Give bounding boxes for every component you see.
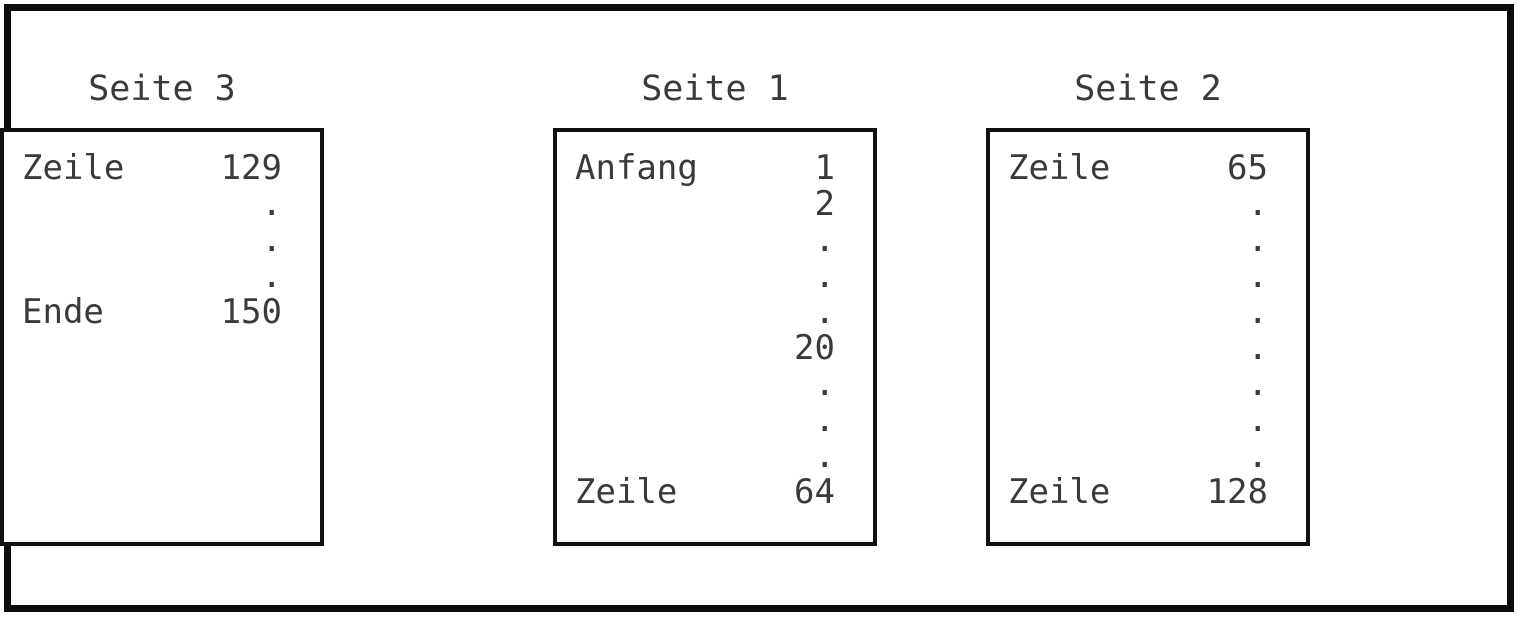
line-row: . [1008,258,1268,294]
row-value: . [1247,436,1268,476]
page-title: Seite 3 [88,69,236,109]
row-label: Zeile [22,148,125,188]
row-label: Zeile [1008,472,1111,512]
line-row: . [575,438,835,474]
row-value: 129 [220,148,282,188]
row-value: . [814,256,835,296]
line-row: Anfang 1 [575,150,835,186]
row-value: 20 [794,328,835,368]
line-row: . [1008,294,1268,330]
line-row: . [1008,330,1268,366]
line-row: . [575,222,835,258]
line-row: Zeile 65 [1008,150,1268,186]
row-value: . [1247,328,1268,368]
page-title: Seite 2 [1074,69,1222,109]
line-row: Zeile 129 [22,150,282,186]
line-row: . [575,402,835,438]
line-row: . [575,258,835,294]
row-value: . [261,256,282,296]
line-row: 2 [575,186,835,222]
row-value: 1 [814,148,835,188]
row-value: . [814,436,835,476]
row-value: . [814,400,835,440]
row-value: . [814,292,835,332]
line-row: . [1008,186,1268,222]
row-value: . [1247,256,1268,296]
line-row: . [22,186,282,222]
page-title: Seite 1 [641,69,789,109]
page-box: Zeile 129... Ende 150 [0,128,324,546]
row-value: 150 [220,292,282,332]
row-value: 2 [814,184,835,224]
row-value: . [261,220,282,260]
row-label: Ende [22,292,104,332]
row-value: . [1247,364,1268,404]
row-label: Zeile [575,472,678,512]
row-value: . [1247,400,1268,440]
line-row: . [1008,438,1268,474]
page-box: Zeile 65........ Zeile 128 [986,128,1310,546]
line-row: . [22,258,282,294]
row-value: 128 [1206,472,1268,512]
row-value: . [1247,184,1268,224]
line-row: Zeile 128 [1008,474,1268,510]
line-row: Ende 150 [22,294,282,330]
row-value: . [261,184,282,224]
line-row: . [1008,222,1268,258]
line-row: . [575,366,835,402]
line-row: . [575,294,835,330]
line-row: 20 [575,330,835,366]
line-row: Zeile 64 [575,474,835,510]
line-row: . [1008,366,1268,402]
row-label: Zeile [1008,148,1111,188]
row-value: . [1247,292,1268,332]
row-value: 65 [1227,148,1268,188]
row-value: . [814,220,835,260]
row-value: . [814,364,835,404]
row-value: 64 [794,472,835,512]
row-value: . [1247,220,1268,260]
line-row: . [22,222,282,258]
row-label: Anfang [575,148,698,188]
line-row: . [1008,402,1268,438]
